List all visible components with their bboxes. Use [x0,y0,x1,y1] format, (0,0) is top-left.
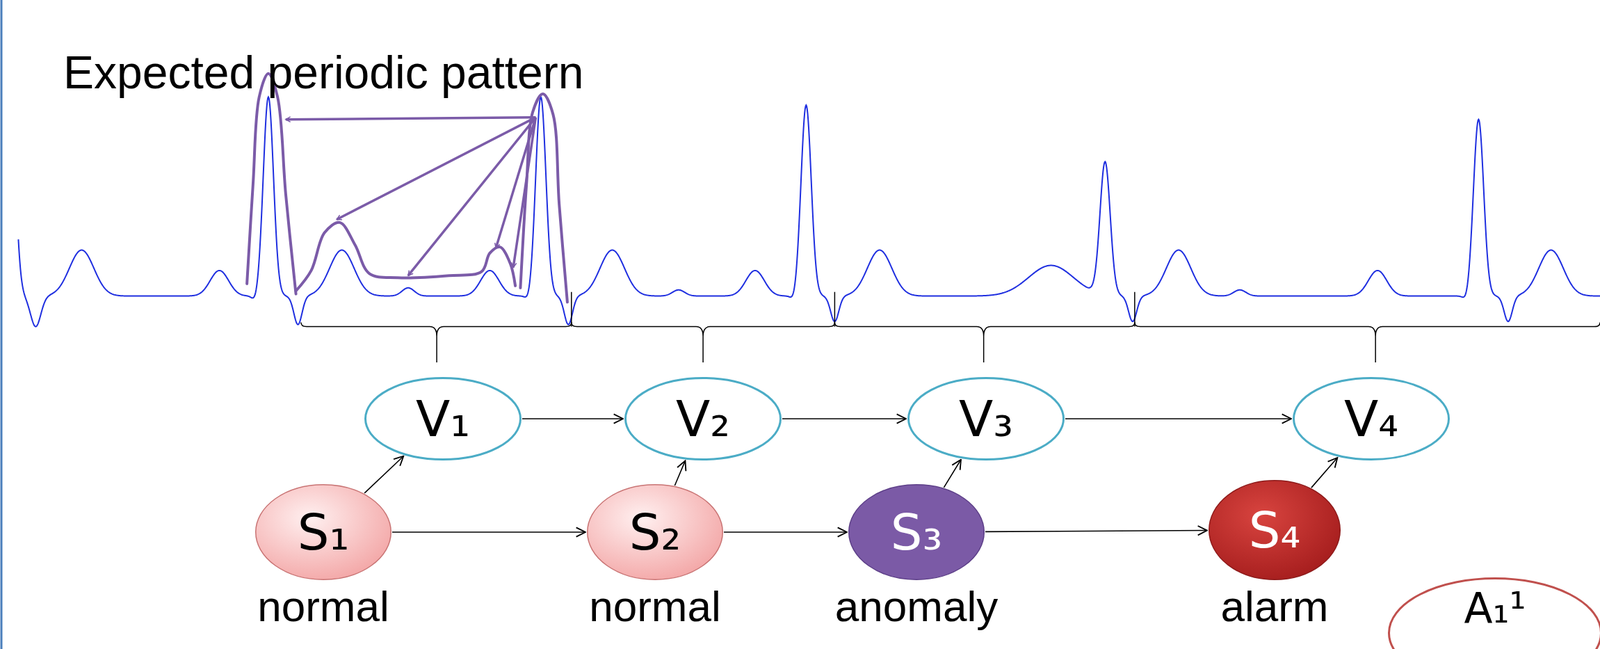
pattern-outline [520,93,568,302]
node-ellipse [849,484,985,580]
node-name: S₂ [629,506,682,557]
transition-arrow [1311,457,1338,488]
transition-arrow [1065,417,1292,420]
node-name: V₁ [415,393,471,444]
state-label: anomaly [835,582,998,630]
pattern-title: Expected periodic pattern [63,47,584,99]
node-ellipse [365,378,521,460]
transition-arrow [364,456,404,494]
state-ellipse: S₄alarm [1208,479,1341,580]
frame-line [0,0,3,649]
pattern-arrow [495,117,536,249]
alarm-ellipse: A₁¹ [1387,577,1600,649]
state-ellipse: S₁normal [255,483,392,580]
variable-ellipse: V₁ [364,376,522,461]
variable-ellipse: V₄ [1292,376,1450,461]
pattern-outline [296,222,516,291]
node-ellipse [625,378,781,460]
segment-tick [570,292,573,327]
transition-arrow [782,417,907,420]
node-ellipse [1389,578,1600,649]
node-ellipse [1209,480,1341,580]
segment-tick [834,292,836,327]
transition-arrow [723,531,847,533]
pattern-outline [246,73,296,295]
state-label: alarm [1220,582,1329,630]
pattern-arrow [336,117,536,220]
pattern-arrow [285,117,537,120]
transition-arrow [392,531,586,533]
node-name: A₁¹ [1463,586,1526,629]
node-name: S₄ [1248,504,1301,555]
node-name: V₄ [1344,393,1399,444]
node-name: S₁ [297,506,350,557]
state-label: normal [257,582,390,630]
transition-arrow [674,460,685,486]
segment-brace [834,322,1135,363]
variable-ellipse: V₃ [907,376,1065,461]
state-ellipse: S₃anomaly [848,483,985,580]
pattern-arrow [513,117,536,268]
node-ellipse [1294,378,1450,460]
node-ellipse [908,378,1064,460]
segment-brace [301,322,572,363]
node-ellipse [587,484,724,580]
segment-tick [1134,292,1136,327]
state-ellipse: S₂normal [586,483,724,580]
transition-arrow [522,417,624,420]
node-name: S₃ [890,506,943,557]
segment-brace [571,322,836,363]
transition-arrow [985,530,1208,532]
variable-ellipse: V₂ [624,376,782,461]
node-name: V₃ [958,393,1014,444]
node-ellipse [255,484,392,580]
node-name: V₂ [675,393,731,444]
pattern-arrow [408,117,536,276]
segment-brace [1134,322,1600,363]
transition-arrow [943,459,961,488]
state-label: normal [588,582,722,630]
